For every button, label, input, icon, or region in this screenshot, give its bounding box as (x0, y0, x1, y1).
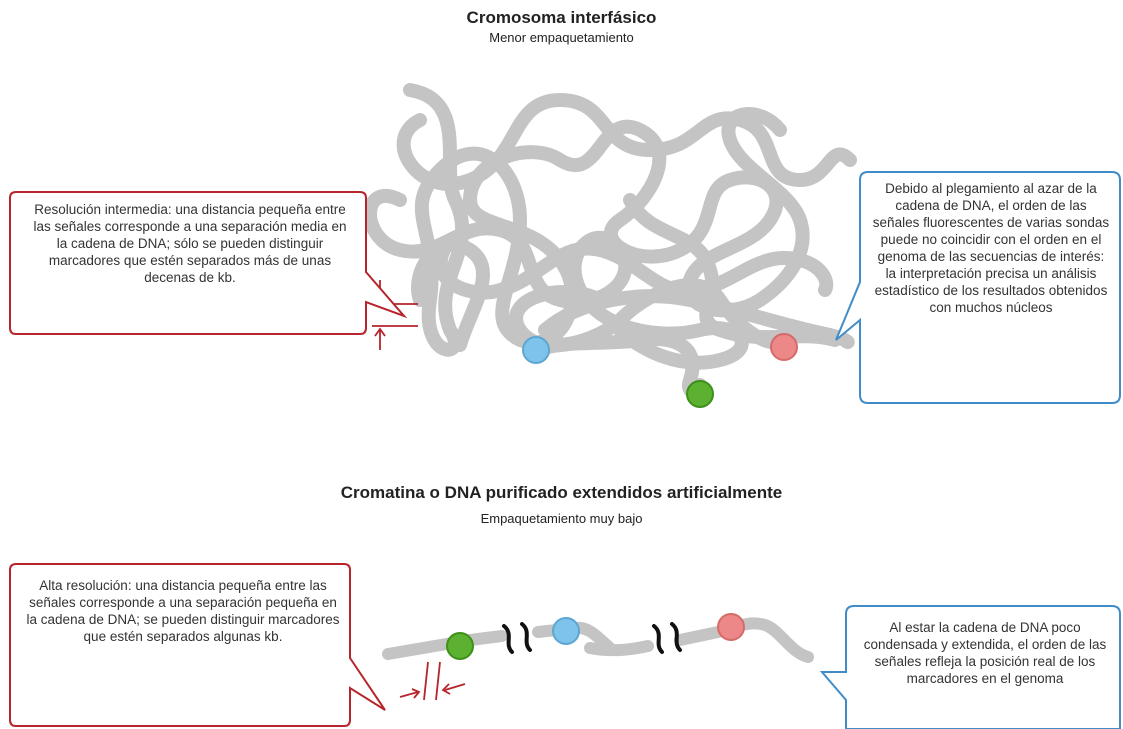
extended-left-note: Alta resolución: una distancia pequeña e… (26, 578, 340, 644)
probe-blue-dot (522, 336, 550, 364)
extended-red-dot (717, 613, 745, 641)
extended-subtitle: Empaquetamiento muy bajo (480, 511, 643, 526)
probe-green-dot (686, 380, 714, 408)
extended-left-callout (9, 563, 386, 727)
strand-break-symbols (502, 622, 682, 654)
interphase-left-note: Resolución intermedia: una distancia peq… (33, 202, 347, 285)
extended-blue-dot (552, 617, 580, 645)
interphase-distance-marker (372, 280, 418, 350)
interphase-left-callout (9, 191, 408, 335)
interphase-chromosome (363, 83, 857, 399)
extended-right-callout (819, 605, 1121, 729)
extended-green-dot (446, 632, 474, 660)
interphase-title: Cromosoma interfásico (466, 8, 657, 27)
extended-distance-marker (399, 661, 466, 701)
extended-right-note: Al estar la cadena de DNA poco condensad… (863, 620, 1107, 686)
probe-red-dot (770, 333, 798, 361)
interphase-subtitle: Menor empaquetamiento (489, 30, 634, 45)
interphase-right-callout (835, 171, 1121, 404)
interphase-right-note: Debido al plegamiento al azar de la cade… (872, 181, 1110, 315)
extended-title: Cromatina o DNA purificado extendidos ar… (340, 483, 783, 502)
